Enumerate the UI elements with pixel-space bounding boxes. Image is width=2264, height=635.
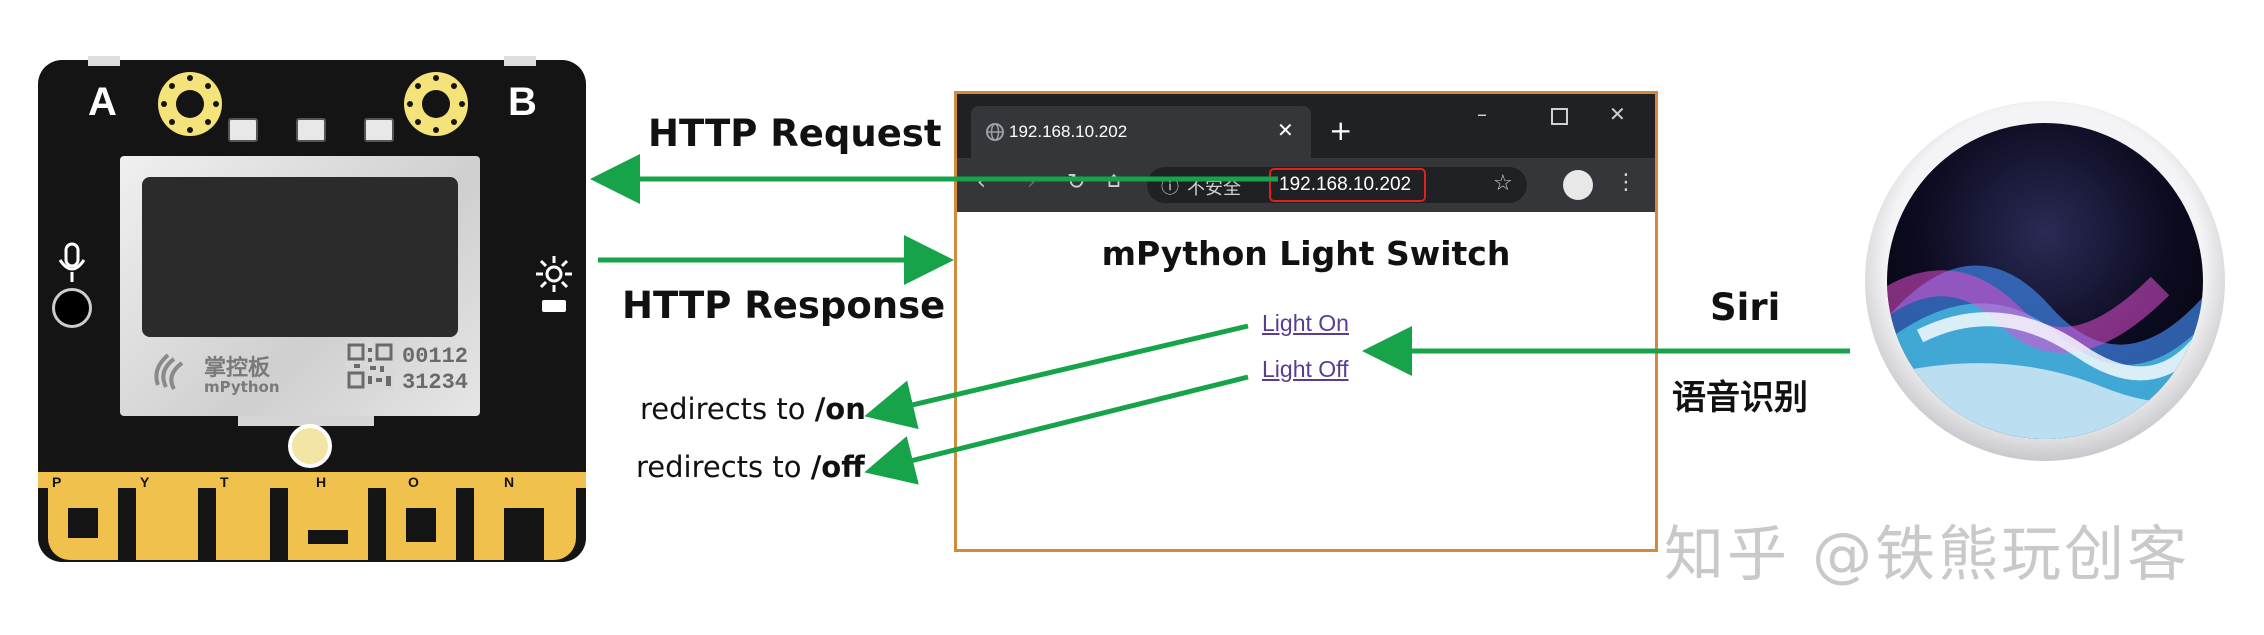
redirect-off-label: redirects to /off: [636, 450, 865, 484]
center-button: [288, 424, 332, 468]
http-response-label: HTTP Response: [622, 284, 946, 327]
redirect-on-prefix: redirects to: [640, 392, 815, 426]
pin-label-n: N: [504, 474, 515, 490]
browser-window: 192.168.10.202 ✕ + – ✕ ‹ › ↻ ⌂ ⓘ 不安全 192…: [954, 91, 1658, 552]
redirect-off-path: /off: [810, 450, 865, 484]
rgb-led-1: [228, 118, 258, 142]
security-indicator: 不安全: [1187, 178, 1241, 199]
pin-cutout-3: [406, 508, 436, 542]
voice-recognition-label: 语音识别: [1672, 378, 1808, 418]
redirect-on-arrow: [864, 323, 1249, 430]
watermark-text: 知乎 @铁熊玩创客: [1664, 520, 2191, 590]
mpython-board: A B: [38, 56, 586, 562]
oled-screen: [142, 177, 458, 337]
url-highlight-box: [1269, 168, 1426, 202]
back-icon[interactable]: ‹: [977, 170, 986, 195]
minimize-icon[interactable]: –: [1477, 102, 1487, 126]
rgb-led-2: [296, 118, 326, 142]
url-text[interactable]: 192.168.10.202: [1279, 174, 1412, 195]
rgb-led-3: [364, 118, 394, 142]
touch-pad-right-icon: [404, 72, 468, 136]
menu-kebab-icon[interactable]: ⋮: [1615, 170, 1637, 195]
pin-block-h: [288, 488, 368, 560]
siri-label: Siri: [1710, 286, 1781, 329]
tab-title: 192.168.10.202: [1009, 122, 1128, 141]
light-sensor: [542, 300, 566, 312]
button-b-label: B: [508, 80, 537, 124]
redirect-on-path: /on: [814, 392, 866, 426]
pin-label-y: Y: [140, 474, 150, 490]
light-sensor-icon: [536, 256, 572, 292]
microphone-port: [52, 288, 92, 328]
reload-icon[interactable]: ↻: [1067, 170, 1086, 195]
pin-cutout-4: [504, 508, 544, 560]
brand-logo-icon: [154, 353, 184, 390]
brand-en: mPython: [204, 378, 280, 396]
new-tab-icon[interactable]: +: [1329, 114, 1353, 147]
gold-strip: [38, 472, 586, 488]
serial-number: 00112 31234: [402, 344, 468, 396]
profile-avatar[interactable]: [1563, 170, 1593, 200]
pin-cutout-1: [68, 508, 98, 538]
pin-label-h: H: [316, 474, 327, 490]
bookmark-star-icon[interactable]: ☆: [1493, 171, 1513, 196]
redirect-off-arrow: [864, 374, 1249, 485]
maximize-icon[interactable]: [1551, 108, 1568, 125]
pin-block-t: [216, 488, 270, 560]
browser-tab[interactable]: [971, 106, 1311, 158]
touch-pad-left-icon: [158, 72, 222, 136]
http-request-label: HTTP Request: [648, 112, 942, 155]
omnibox[interactable]: ⓘ 不安全 192.168.10.202 ☆: [1147, 167, 1527, 203]
redirect-on-label: redirects to /on: [640, 392, 866, 426]
info-icon[interactable]: ⓘ: [1161, 177, 1179, 198]
serial-line-1: 00112: [402, 344, 469, 369]
connector-right: [504, 56, 536, 66]
light-off-link[interactable]: Light Off: [1262, 356, 1349, 382]
pin-label-o: O: [408, 474, 419, 490]
redirect-off-prefix: redirects to: [636, 450, 811, 484]
serial-line-2: 31234: [402, 370, 469, 395]
connector-left: [88, 56, 120, 66]
forward-icon[interactable]: ›: [1027, 170, 1036, 195]
browser-toolbar: ‹ › ↻ ⌂ ⓘ 不安全 192.168.10.202 ☆ ⋮: [957, 158, 1655, 212]
brand-cn: 掌控板: [204, 356, 271, 381]
qr-code-icon: [346, 342, 394, 390]
pin-cutout-2: [308, 530, 348, 544]
siri-orb-icon: [1865, 101, 2225, 461]
page-title: mPython Light Switch: [1101, 234, 1511, 273]
pin-block-y: [136, 488, 198, 560]
light-on-link[interactable]: Light On: [1262, 310, 1349, 336]
button-a-label: A: [88, 80, 117, 124]
close-window-icon[interactable]: ✕: [1609, 102, 1626, 126]
pin-label-t: T: [220, 474, 229, 490]
microphone-icon: [58, 242, 86, 282]
pin-label-p: P: [52, 474, 62, 490]
globe-icon: [986, 123, 1004, 141]
close-tab-icon[interactable]: ✕: [1277, 118, 1294, 142]
screen-tab: [238, 416, 374, 426]
